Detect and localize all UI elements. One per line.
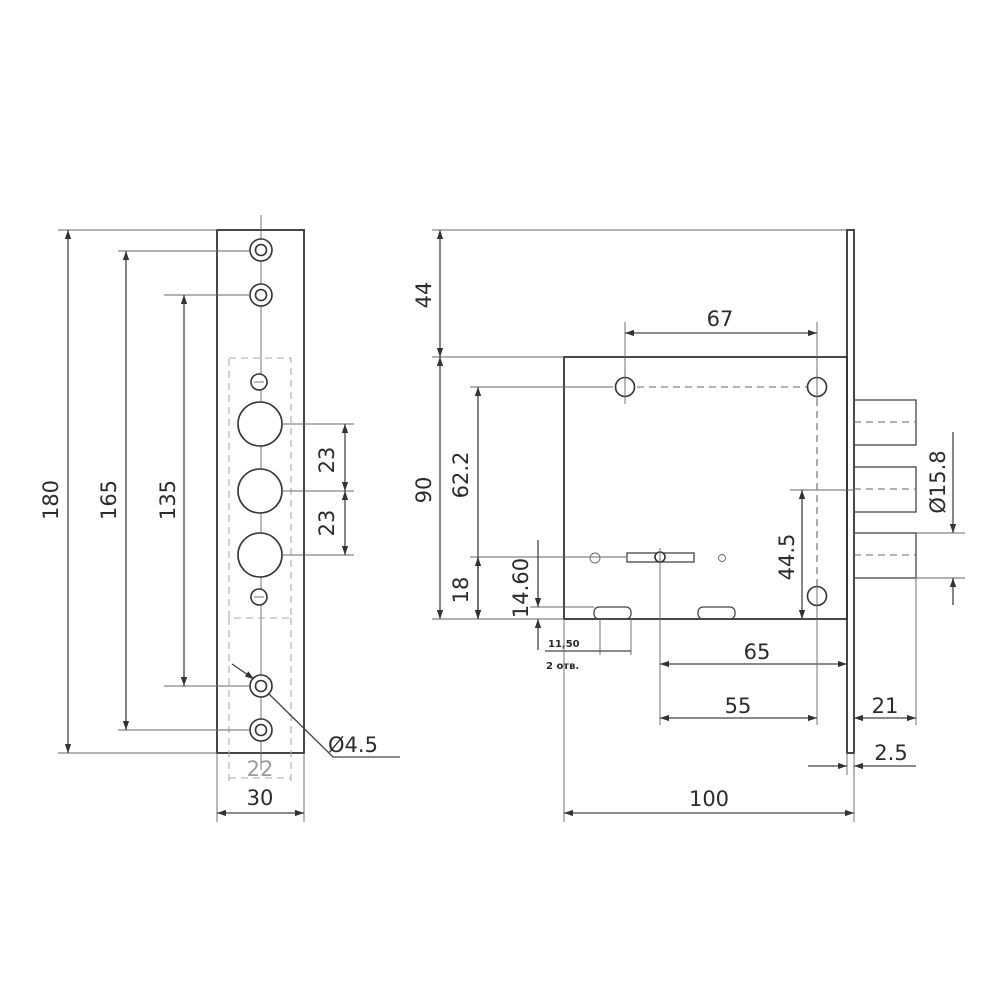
dim-label-hole-diameter: Ø4.5 <box>328 733 378 757</box>
bottom-tab <box>593 606 632 620</box>
dim-label-bolt-pitch-1: 23 <box>315 447 339 474</box>
dim-label-key-to-face: 65 <box>744 640 771 664</box>
pin-hole <box>250 588 268 606</box>
dim-label-key-to-hole: 55 <box>725 694 752 718</box>
small-hole <box>718 554 726 562</box>
dim-label-bolt-throw: 21 <box>872 694 899 718</box>
dim-label-body-height: 90 <box>412 477 436 504</box>
case-outline-dashed <box>228 357 292 619</box>
dim-label-key-height: 18 <box>449 577 473 604</box>
bolt-hole <box>237 401 283 447</box>
bolt-hole <box>237 468 283 514</box>
screw-hole <box>249 674 273 698</box>
pin-hole <box>250 373 268 391</box>
lock-body-outline <box>563 356 848 620</box>
dim-label-inner-width: 22 <box>247 757 274 781</box>
key-slot <box>626 551 695 563</box>
dim-label-upper-hole-height: 62.2 <box>449 452 473 499</box>
dim-label-plate-thickness: 2.5 <box>874 741 907 765</box>
faceplate-outline <box>216 229 305 754</box>
screw-hole <box>249 283 273 307</box>
dim-label-body-depth: 100 <box>689 787 729 811</box>
front-view: 180 165 135 23 23 Ø4.5 22 30 <box>39 215 400 822</box>
dim-label-cylinder-offset: 14.60 <box>509 558 533 618</box>
dim-label-slot-count: 2 отв. <box>546 661 579 672</box>
side-view: 44 67 90 62.2 18 14.60 44.5 Ø15.8 <box>412 229 965 822</box>
mounting-hole <box>614 370 636 404</box>
dim-label-height-total: 180 <box>39 480 63 520</box>
leader-hole-diameter <box>267 692 400 758</box>
dim-label-hole-span-inner: 135 <box>156 480 180 520</box>
bottom-tab <box>697 606 736 620</box>
screw-hole <box>249 238 273 262</box>
screw-hole <box>249 718 273 742</box>
dim-label-screw-spacing: 67 <box>707 307 734 331</box>
faceplate-side <box>846 229 855 754</box>
dim-label-lower-hole-height: 44.5 <box>775 534 799 581</box>
small-hole <box>589 552 601 564</box>
dim-label-hole-span-outer: 165 <box>97 480 121 520</box>
dim-label-bolt-pitch-2: 23 <box>315 510 339 537</box>
dim-label-top-offset: 44 <box>412 282 436 309</box>
bolt-hole <box>237 532 283 578</box>
dim-label-bolt-diameter: Ø15.8 <box>926 450 950 513</box>
dim-label-faceplate-width: 30 <box>247 786 274 810</box>
